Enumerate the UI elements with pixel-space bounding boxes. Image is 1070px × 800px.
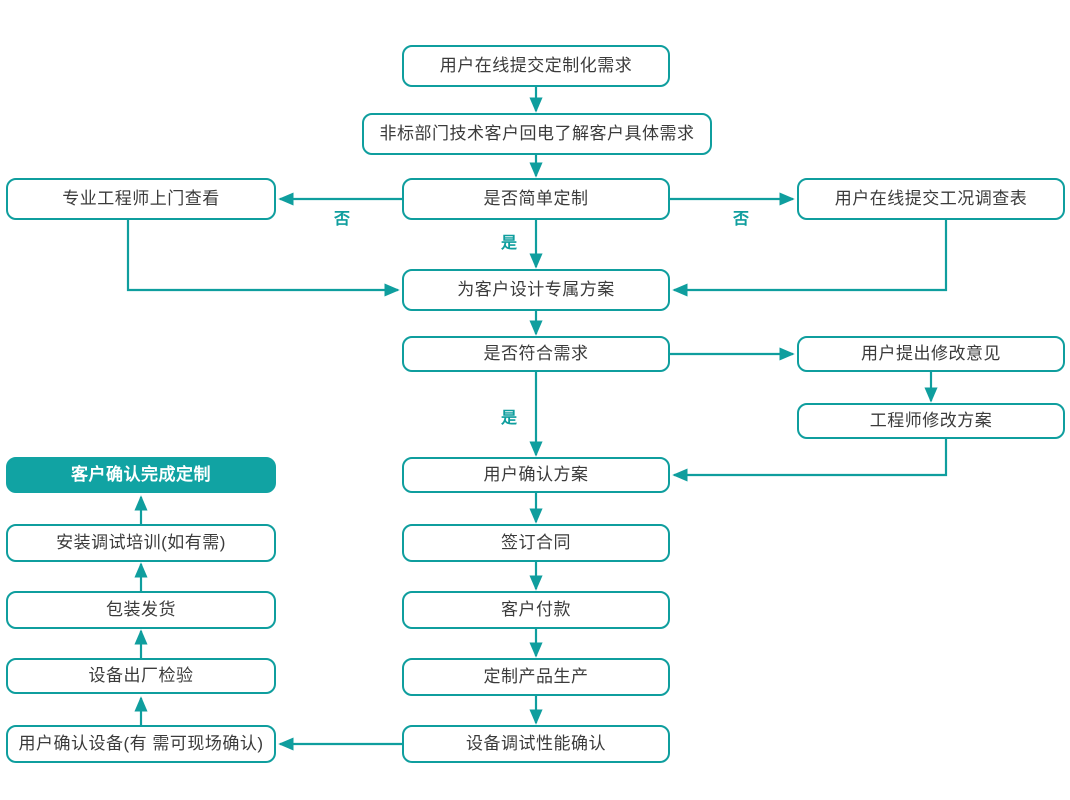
edge-label-e4: 是 — [501, 410, 518, 427]
flow-node-n5[interactable]: 用户在线提交工况调查表 — [797, 178, 1065, 220]
flow-node-n15[interactable]: 用户确认设备(有 需可现场确认) — [6, 725, 276, 763]
flow-node-label: 用户确认方案 — [483, 464, 589, 484]
flow-node-n7[interactable]: 是否符合需求 — [402, 336, 670, 372]
flow-node-label: 专业工程师上门查看 — [62, 188, 220, 208]
flow-node-n8[interactable]: 用户提出修改意见 — [797, 336, 1065, 372]
flow-node-label: 包装发货 — [106, 599, 176, 619]
connector-revise-to-confirm — [672, 439, 948, 482]
flow-node-n16[interactable]: 设备出厂检验 — [6, 658, 276, 694]
flow-node-label: 是否简单定制 — [483, 188, 589, 208]
flow-node-n18[interactable]: 安装调试培训(如有需) — [6, 524, 276, 562]
flow-node-n9[interactable]: 工程师修改方案 — [797, 403, 1065, 439]
flow-node-n17[interactable]: 包装发货 — [6, 591, 276, 629]
flow-node-label: 为客户设计专属方案 — [457, 279, 615, 299]
flow-node-n13[interactable]: 定制产品生产 — [402, 658, 670, 696]
flow-node-n3[interactable]: 是否简单定制 — [402, 178, 670, 220]
flow-node-label: 用户提出修改意见 — [861, 343, 1001, 363]
flow-node-label: 是否符合需求 — [483, 343, 589, 363]
flow-node-label: 用户确认设备(有 需可现场确认) — [18, 733, 264, 753]
flow-node-n11[interactable]: 签订合同 — [402, 524, 670, 562]
flow-node-label: 客户付款 — [501, 599, 571, 619]
flow-node-label: 用户在线提交工况调查表 — [834, 188, 1028, 208]
flow-node-label: 非标部门技术客户回电了解客户具体需求 — [379, 123, 695, 143]
flow-node-label: 工程师修改方案 — [869, 410, 993, 430]
flow-node-label: 用户在线提交定制化需求 — [439, 55, 633, 75]
connector-engineer-to-design — [126, 220, 400, 297]
flow-node-label: 安装调试培训(如有需) — [56, 532, 226, 552]
flow-node-n1[interactable]: 用户在线提交定制化需求 — [402, 45, 670, 87]
flow-node-n6[interactable]: 为客户设计专属方案 — [402, 269, 670, 311]
flow-node-n14[interactable]: 设备调试性能确认 — [402, 725, 670, 763]
flow-node-n12[interactable]: 客户付款 — [402, 591, 670, 629]
flow-node-n4[interactable]: 专业工程师上门查看 — [6, 178, 276, 220]
flow-node-label: 签订合同 — [501, 532, 571, 552]
flow-node-n2[interactable]: 非标部门技术客户回电了解客户具体需求 — [362, 113, 712, 155]
flow-node-label: 设备出厂检验 — [88, 665, 194, 685]
connector-survey-to-design — [672, 220, 948, 297]
flow-node-label: 客户确认完成定制 — [71, 464, 211, 484]
flow-node-label: 定制产品生产 — [483, 666, 589, 686]
edge-label-e3: 是 — [501, 235, 518, 252]
flow-node-n19[interactable]: 客户确认完成定制 — [6, 457, 276, 493]
edge-label-e1: 否 — [334, 211, 351, 228]
flow-node-label: 设备调试性能确认 — [466, 733, 606, 753]
edge-label-e2: 否 — [733, 211, 750, 228]
flow-node-n10[interactable]: 用户确认方案 — [402, 457, 670, 493]
